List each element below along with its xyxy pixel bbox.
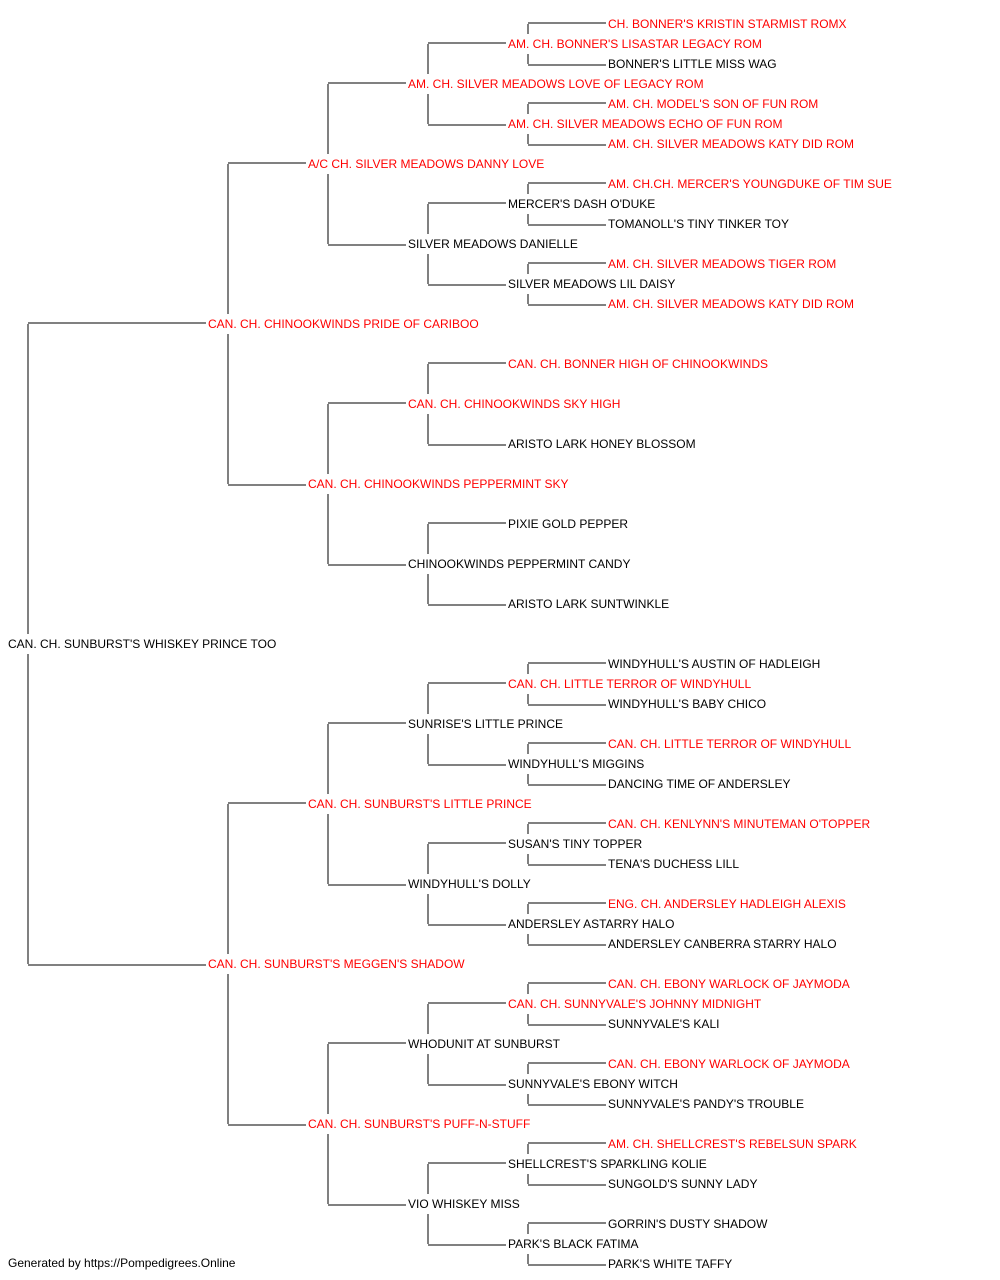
ancestor-name: AM. CH. SHELLCREST'S REBELSUN SPARK <box>608 1137 857 1151</box>
ancestor-name: CAN. CH. KENLYNN'S MINUTEMAN O'TOPPER <box>608 817 871 831</box>
ancestor-name: DANCING TIME OF ANDERSLEY <box>608 777 790 791</box>
ancestor-name: WINDYHULL'S BABY CHICO <box>608 697 766 711</box>
ancestor-name: TENA'S DUCHESS LILL <box>608 857 739 871</box>
ancestor-name: ANDERSLEY ASTARRY HALO <box>508 917 675 931</box>
ancestor-name: GORRIN'S DUSTY SHADOW <box>608 1217 768 1231</box>
ancestor-name: SUNGOLD'S SUNNY LADY <box>608 1177 757 1191</box>
ancestor-name: VIO WHISKEY MISS <box>408 1197 520 1211</box>
ancestor-name: SUNNYVALE'S KALI <box>608 1017 719 1031</box>
ancestor-name: WINDYHULL'S MIGGINS <box>508 757 644 771</box>
ancestor-name: CAN. CH. CHINOOKWINDS PEPPERMINT SKY <box>308 477 568 491</box>
ancestor-name: CAN. CH. BONNER HIGH OF CHINOOKWINDS <box>508 357 768 371</box>
ancestor-name: WHODUNIT AT SUNBURST <box>408 1037 561 1051</box>
ancestor-name: CAN. CH. SUNBURST'S MEGGEN'S SHADOW <box>208 957 465 971</box>
ancestor-name: CH. BONNER'S KRISTIN STARMIST ROMX <box>608 17 847 31</box>
ancestor-name: AM. CH. SILVER MEADOWS ECHO OF FUN ROM <box>508 117 782 131</box>
ancestor-name: MERCER'S DASH O'DUKE <box>508 197 655 211</box>
ancestor-name: CAN. CH. LITTLE TERROR OF WINDYHULL <box>608 737 851 751</box>
subject-dog-name: CAN. CH. SUNBURST'S WHISKEY PRINCE TOO <box>8 637 276 651</box>
ancestor-name: SUNNYVALE'S EBONY WITCH <box>508 1077 678 1091</box>
ancestor-name: CAN. CH. SUNNYVALE'S JOHNNY MIDNIGHT <box>508 997 762 1011</box>
ancestor-name: WINDYHULL'S DOLLY <box>408 877 531 891</box>
ancestor-name: ARISTO LARK HONEY BLOSSOM <box>508 437 696 451</box>
ancestor-name: AM. CH. SILVER MEADOWS LOVE OF LEGACY RO… <box>408 77 704 91</box>
ancestor-name: SUNNYVALE'S PANDY'S TROUBLE <box>608 1097 804 1111</box>
ancestor-name: WINDYHULL'S AUSTIN OF HADLEIGH <box>608 657 820 671</box>
ancestor-name: CAN. CH. CHINOOKWINDS PRIDE OF CARIBOO <box>208 317 479 331</box>
ancestor-name: AM. CH. BONNER'S LISASTAR LEGACY ROM <box>508 37 762 51</box>
ancestor-name: SUSAN'S TINY TOPPER <box>508 837 642 851</box>
ancestor-name: AM. CH. SILVER MEADOWS TIGER ROM <box>608 257 836 271</box>
ancestor-name: CAN. CH. EBONY WARLOCK OF JAYMODA <box>608 977 850 991</box>
footer-credit: Generated by https://Pompedigrees.Online <box>8 1256 236 1270</box>
ancestor-name: CAN. CH. SUNBURST'S PUFF-N-STUFF <box>308 1117 530 1131</box>
ancestor-name: AM. CH. MODEL'S SON OF FUN ROM <box>608 97 818 111</box>
ancestor-name: CAN. CH. EBONY WARLOCK OF JAYMODA <box>608 1057 850 1071</box>
ancestor-name: AM. CH. SILVER MEADOWS KATY DID ROM <box>608 137 854 151</box>
ancestor-name: TOMANOLL'S TINY TINKER TOY <box>608 217 789 231</box>
ancestor-name: ENG. CH. ANDERSLEY HADLEIGH ALEXIS <box>608 897 846 911</box>
ancestor-name: CAN. CH. SUNBURST'S LITTLE PRINCE <box>308 797 532 811</box>
ancestor-name: A/C CH. SILVER MEADOWS DANNY LOVE <box>308 157 544 171</box>
ancestor-name: CAN. CH. LITTLE TERROR OF WINDYHULL <box>508 677 751 691</box>
ancestor-name: SILVER MEADOWS DANIELLE <box>408 237 578 251</box>
ancestor-name: ANDERSLEY CANBERRA STARRY HALO <box>608 937 837 951</box>
ancestor-name: AM. CH. SILVER MEADOWS KATY DID ROM <box>608 297 854 311</box>
ancestor-name: PARK'S BLACK FATIMA <box>508 1237 639 1251</box>
ancestor-name: AM. CH.CH. MERCER'S YOUNGDUKE OF TIM SUE <box>608 177 892 191</box>
ancestor-name: SILVER MEADOWS LIL DAISY <box>508 277 675 291</box>
ancestor-name: CAN. CH. CHINOOKWINDS SKY HIGH <box>408 397 620 411</box>
ancestor-name: CHINOOKWINDS PEPPERMINT CANDY <box>408 557 630 571</box>
ancestor-name: ARISTO LARK SUNTWINKLE <box>508 597 669 611</box>
ancestor-name: PIXIE GOLD PEPPER <box>508 517 628 531</box>
ancestor-name: SHELLCREST'S SPARKLING KOLIE <box>508 1157 707 1171</box>
ancestor-name: PARK'S WHITE TAFFY <box>608 1257 732 1271</box>
ancestor-name: SUNRISE'S LITTLE PRINCE <box>408 717 563 731</box>
ancestor-name: BONNER'S LITTLE MISS WAG <box>608 57 777 71</box>
